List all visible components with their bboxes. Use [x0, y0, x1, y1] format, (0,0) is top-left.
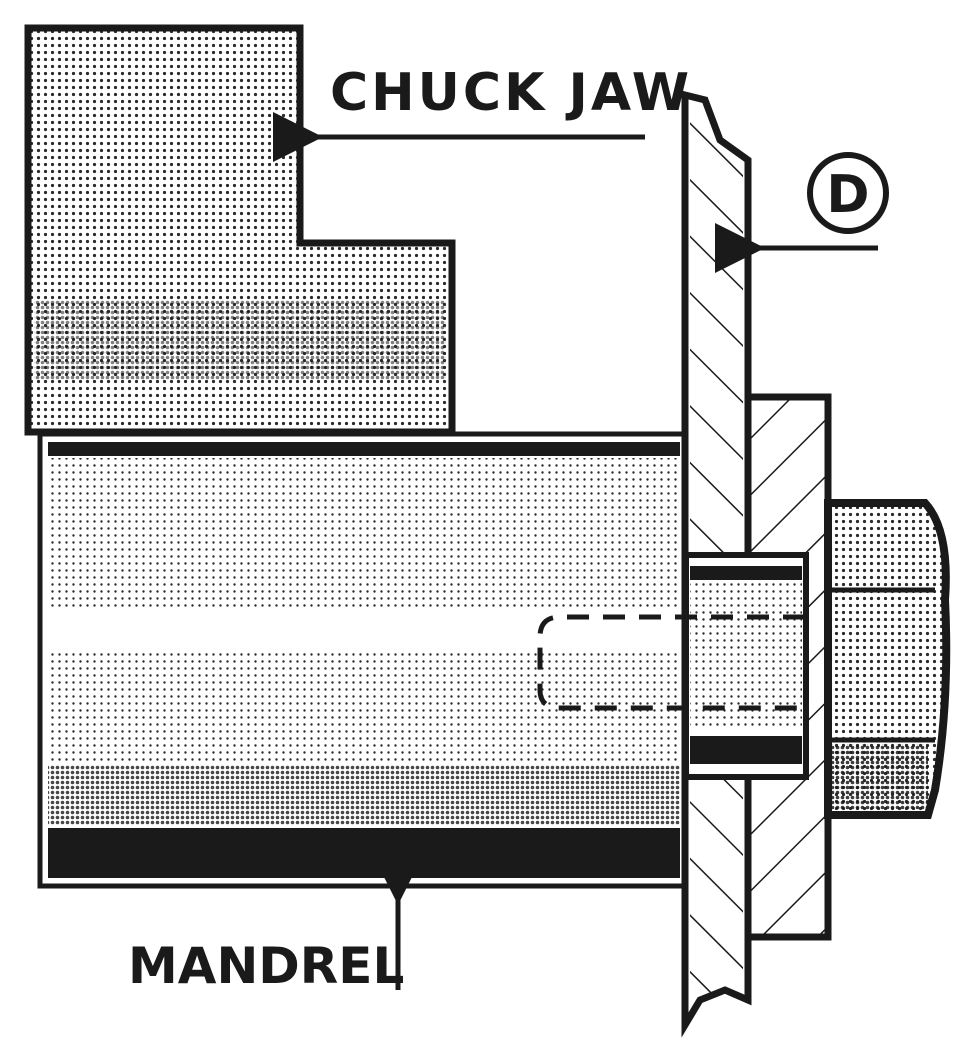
- d-circle-icon: [807, 152, 889, 234]
- nut: [824, 499, 951, 819]
- mandrel-callout: MANDREL: [128, 855, 423, 995]
- chuck-jaw-label: CHUCK JAW: [330, 63, 692, 123]
- bolt-hidden-outline: [537, 614, 805, 711]
- d-callout: D: [715, 152, 889, 273]
- mandrel: [37, 431, 688, 889]
- mandrel-label: MANDREL: [128, 937, 404, 995]
- d-label: D: [826, 165, 869, 225]
- bushing: [683, 552, 809, 780]
- chuck-jaw: [24, 24, 456, 436]
- chuck-jaw-callout: CHUCK JAW: [273, 63, 692, 162]
